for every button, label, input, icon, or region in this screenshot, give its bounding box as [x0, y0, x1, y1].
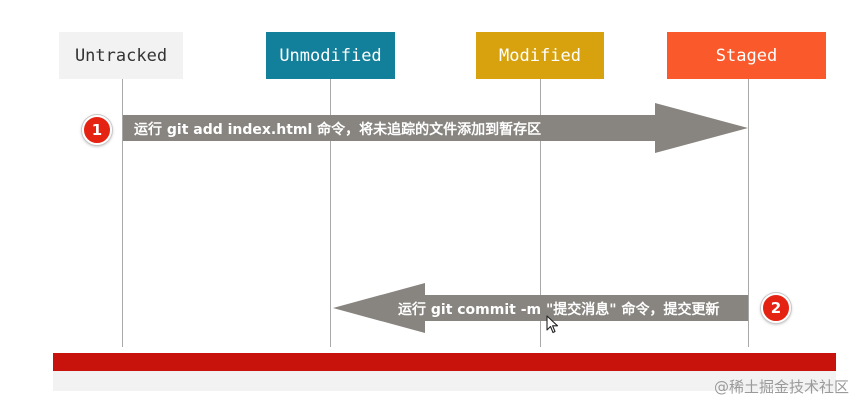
lifeline-staged	[748, 79, 749, 347]
step-2-badge: 2	[761, 293, 791, 323]
state-staged: Staged	[667, 32, 826, 79]
footer-red-bar	[53, 353, 836, 371]
footer-gray-strip	[53, 371, 836, 391]
step-2-text: 运行 git commit -m "提交消息" 命令，提交更新	[398, 302, 720, 318]
mouse-pointer-icon	[546, 315, 559, 334]
state-untracked: Untracked	[59, 32, 183, 79]
lifeline-untracked	[122, 79, 123, 347]
step-1-text: 运行 git add index.html 命令，将未追踪的文件添加到暂存区	[134, 122, 542, 138]
watermark: @稀土掘金技术社区	[713, 378, 849, 396]
state-modified: Modified	[476, 32, 604, 79]
step-1-badge: 1	[82, 115, 112, 145]
arrow-commit-to-unmodified	[333, 283, 748, 333]
state-unmodified: Unmodified	[266, 32, 395, 79]
arrow-add-to-staged	[123, 103, 748, 153]
lifeline-unmodified	[330, 79, 331, 347]
lifeline-modified	[540, 79, 541, 347]
